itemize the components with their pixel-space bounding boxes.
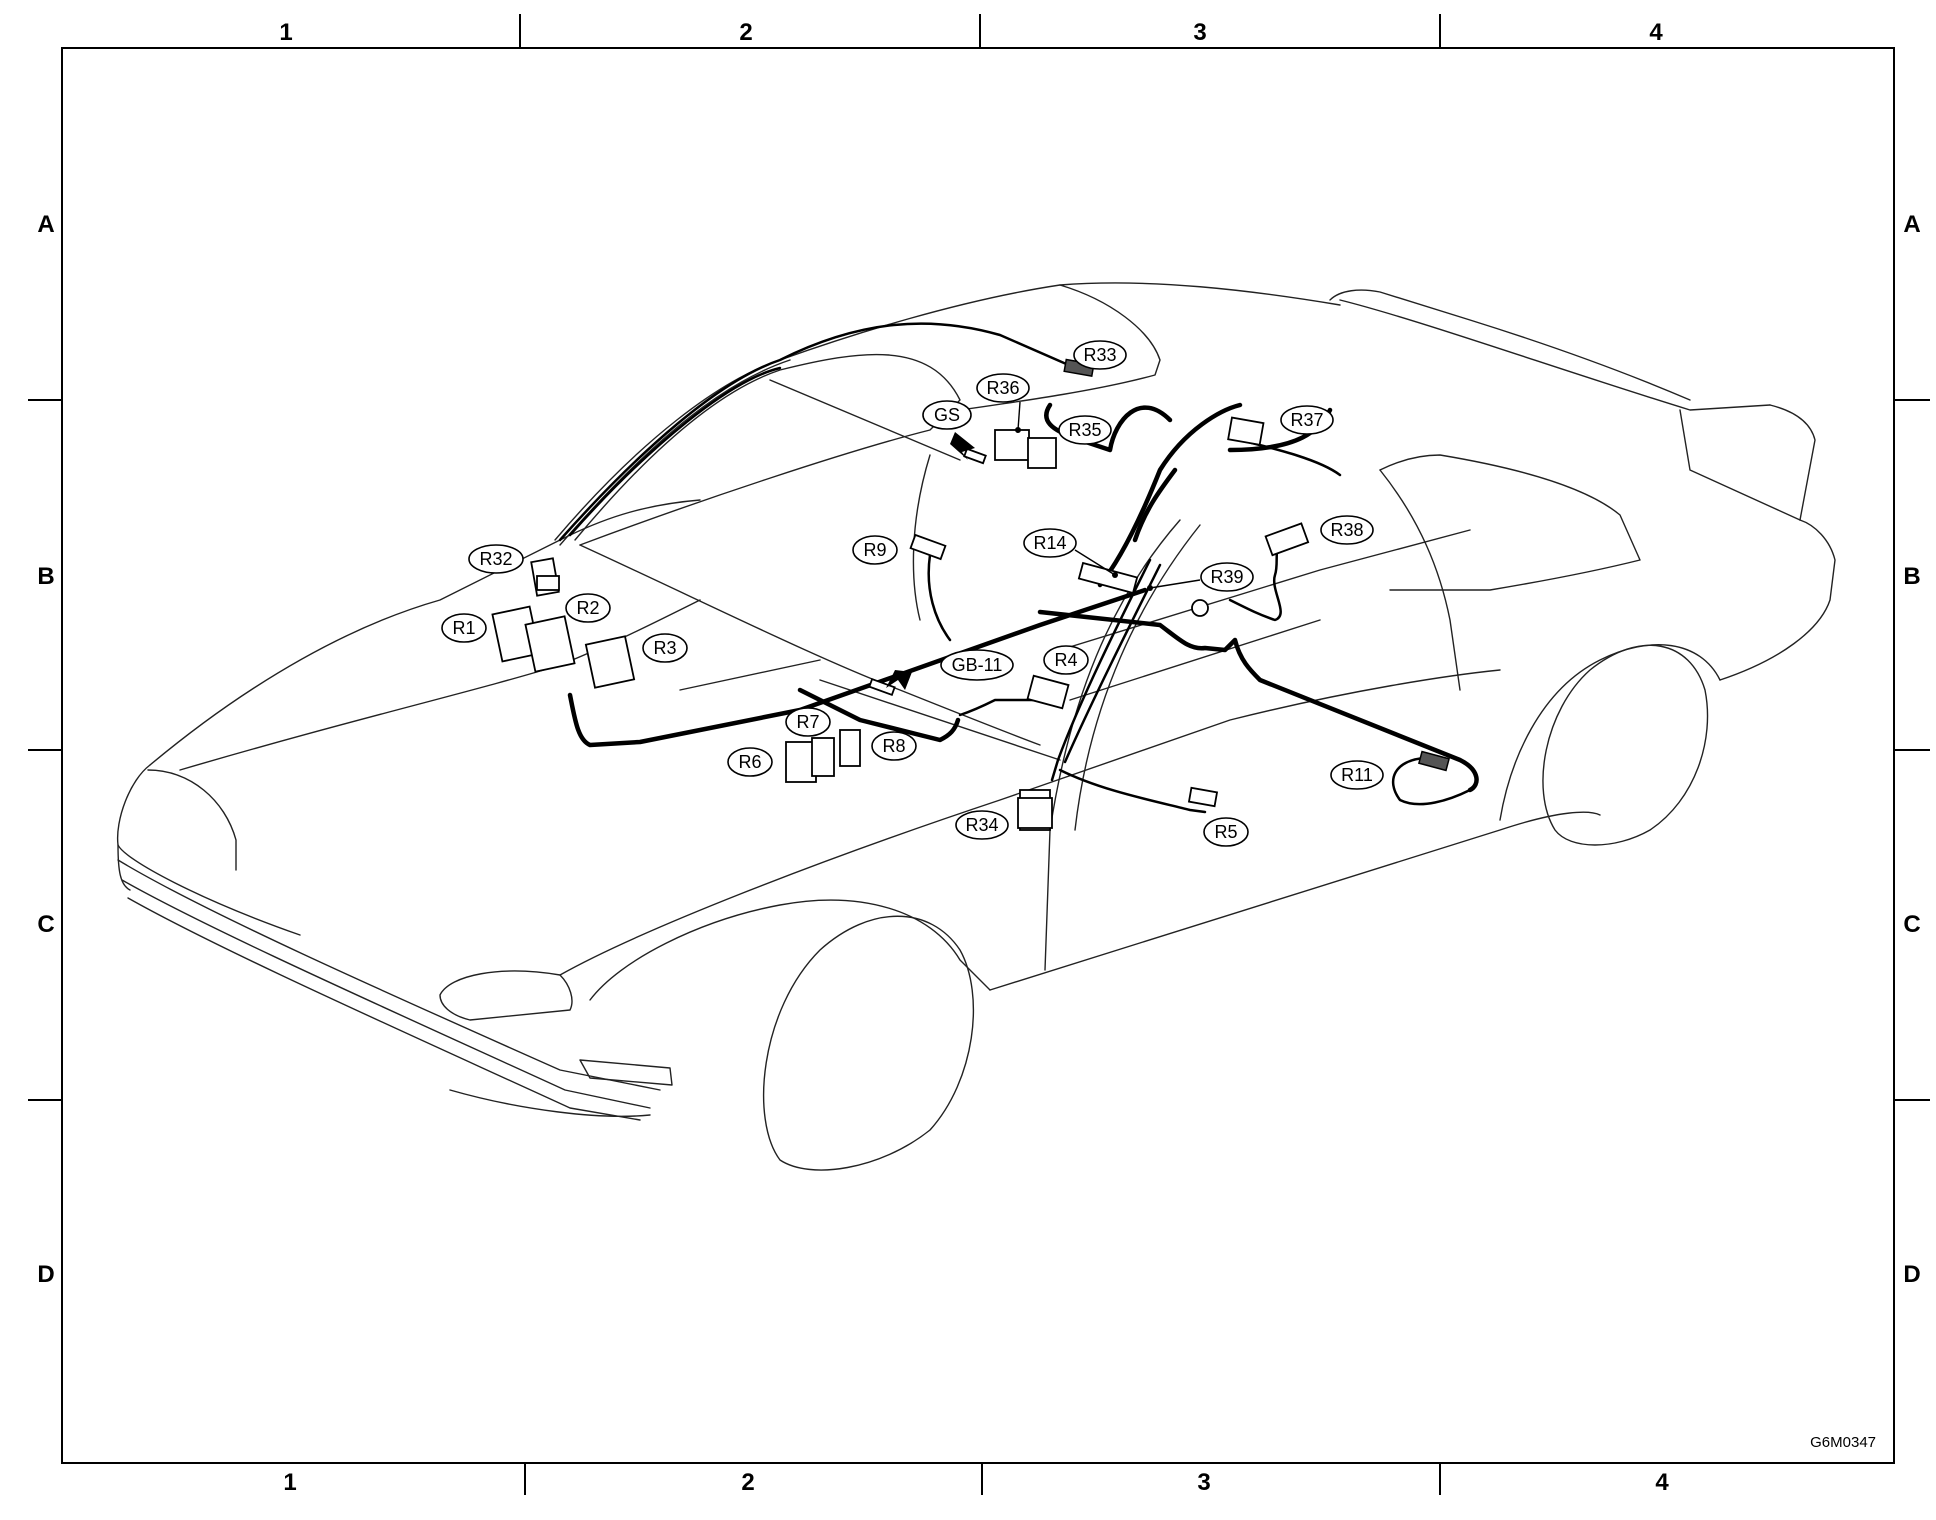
row-label-right-a: A (1903, 211, 1920, 238)
leader-lines (1015, 401, 1201, 591)
tag-r38: R38 (1320, 515, 1374, 545)
tag-r36: R36 (976, 373, 1030, 403)
car-body-outline (116, 282, 1836, 1171)
svg-text:R4: R4 (1054, 650, 1077, 670)
svg-text:R2: R2 (576, 598, 599, 618)
tag-r3: R3 (642, 633, 688, 663)
drawing-code: G6M0347 (1810, 1434, 1876, 1451)
connector-bodies (491, 358, 1450, 831)
col-label-bottom-3: 3 (1197, 1469, 1210, 1496)
tag-r37: R37 (1280, 405, 1334, 435)
row-label-right-c: C (1903, 911, 1920, 938)
ground-arrow-gb11-icon (886, 670, 912, 690)
col-label-bottom-4: 4 (1655, 1469, 1669, 1496)
ground-arrow-gs-icon (950, 432, 975, 460)
diagram-frame (61, 47, 1895, 1464)
svg-text:GS: GS (934, 405, 960, 425)
tag-r6: R6 (727, 747, 773, 777)
col-label-top-3: 3 (1193, 19, 1206, 46)
svg-text:R32: R32 (479, 549, 512, 569)
tag-r39: R39 (1200, 562, 1254, 592)
svg-text:R1: R1 (452, 618, 475, 638)
tag-r4: R4 (1043, 645, 1089, 675)
col-label-top-2: 2 (739, 19, 752, 46)
tag-r34: R34 (955, 810, 1009, 840)
svg-text:R3: R3 (653, 638, 676, 658)
row-label-left-c: C (37, 911, 54, 938)
svg-text:R38: R38 (1330, 520, 1363, 540)
tag-r7: R7 (785, 707, 831, 737)
tag-r1: R1 (441, 613, 487, 643)
row-label-left-a: A (37, 211, 54, 238)
svg-text:R6: R6 (738, 752, 761, 772)
col-label-bottom-2: 2 (741, 1469, 754, 1496)
row-label-right-d: D (1903, 1261, 1920, 1288)
tag-r14: R14 (1023, 528, 1077, 558)
row-label-left-d: D (37, 1261, 54, 1288)
svg-text:R36: R36 (986, 378, 1019, 398)
wire-harness (558, 322, 1479, 814)
col-label-top-4: 4 (1649, 19, 1663, 46)
tag-r9: R9 (852, 535, 898, 565)
row-label-right-b: B (1903, 563, 1920, 590)
tag-r2: R2 (565, 593, 611, 623)
grid-ticks (28, 14, 1930, 1495)
svg-text:R35: R35 (1068, 420, 1101, 440)
tag-r8: R8 (871, 731, 917, 761)
svg-text:GB-11: GB-11 (952, 655, 1003, 675)
svg-text:R37: R37 (1290, 410, 1323, 430)
col-label-bottom-1: 1 (283, 1469, 296, 1496)
tag-r5: R5 (1203, 817, 1249, 847)
svg-text:R33: R33 (1083, 345, 1116, 365)
tag-r32: R32 (468, 544, 524, 574)
svg-text:R9: R9 (863, 540, 886, 560)
svg-text:R5: R5 (1214, 822, 1237, 842)
col-label-top-1: 1 (279, 19, 292, 46)
tag-gs: GS (922, 400, 972, 430)
tag-r33: R33 (1073, 340, 1127, 370)
tag-r11: R11 (1330, 760, 1384, 790)
svg-text:R34: R34 (965, 815, 998, 835)
svg-text:R39: R39 (1210, 567, 1243, 587)
svg-text:R14: R14 (1033, 533, 1066, 553)
ground-arrows (886, 432, 975, 690)
row-label-left-b: B (37, 563, 54, 590)
svg-text:R11: R11 (1341, 765, 1373, 785)
svg-text:R7: R7 (796, 712, 819, 732)
tag-r35: R35 (1058, 415, 1112, 445)
tag-gb11: GB-11 (940, 649, 1014, 681)
svg-text:R8: R8 (882, 736, 905, 756)
